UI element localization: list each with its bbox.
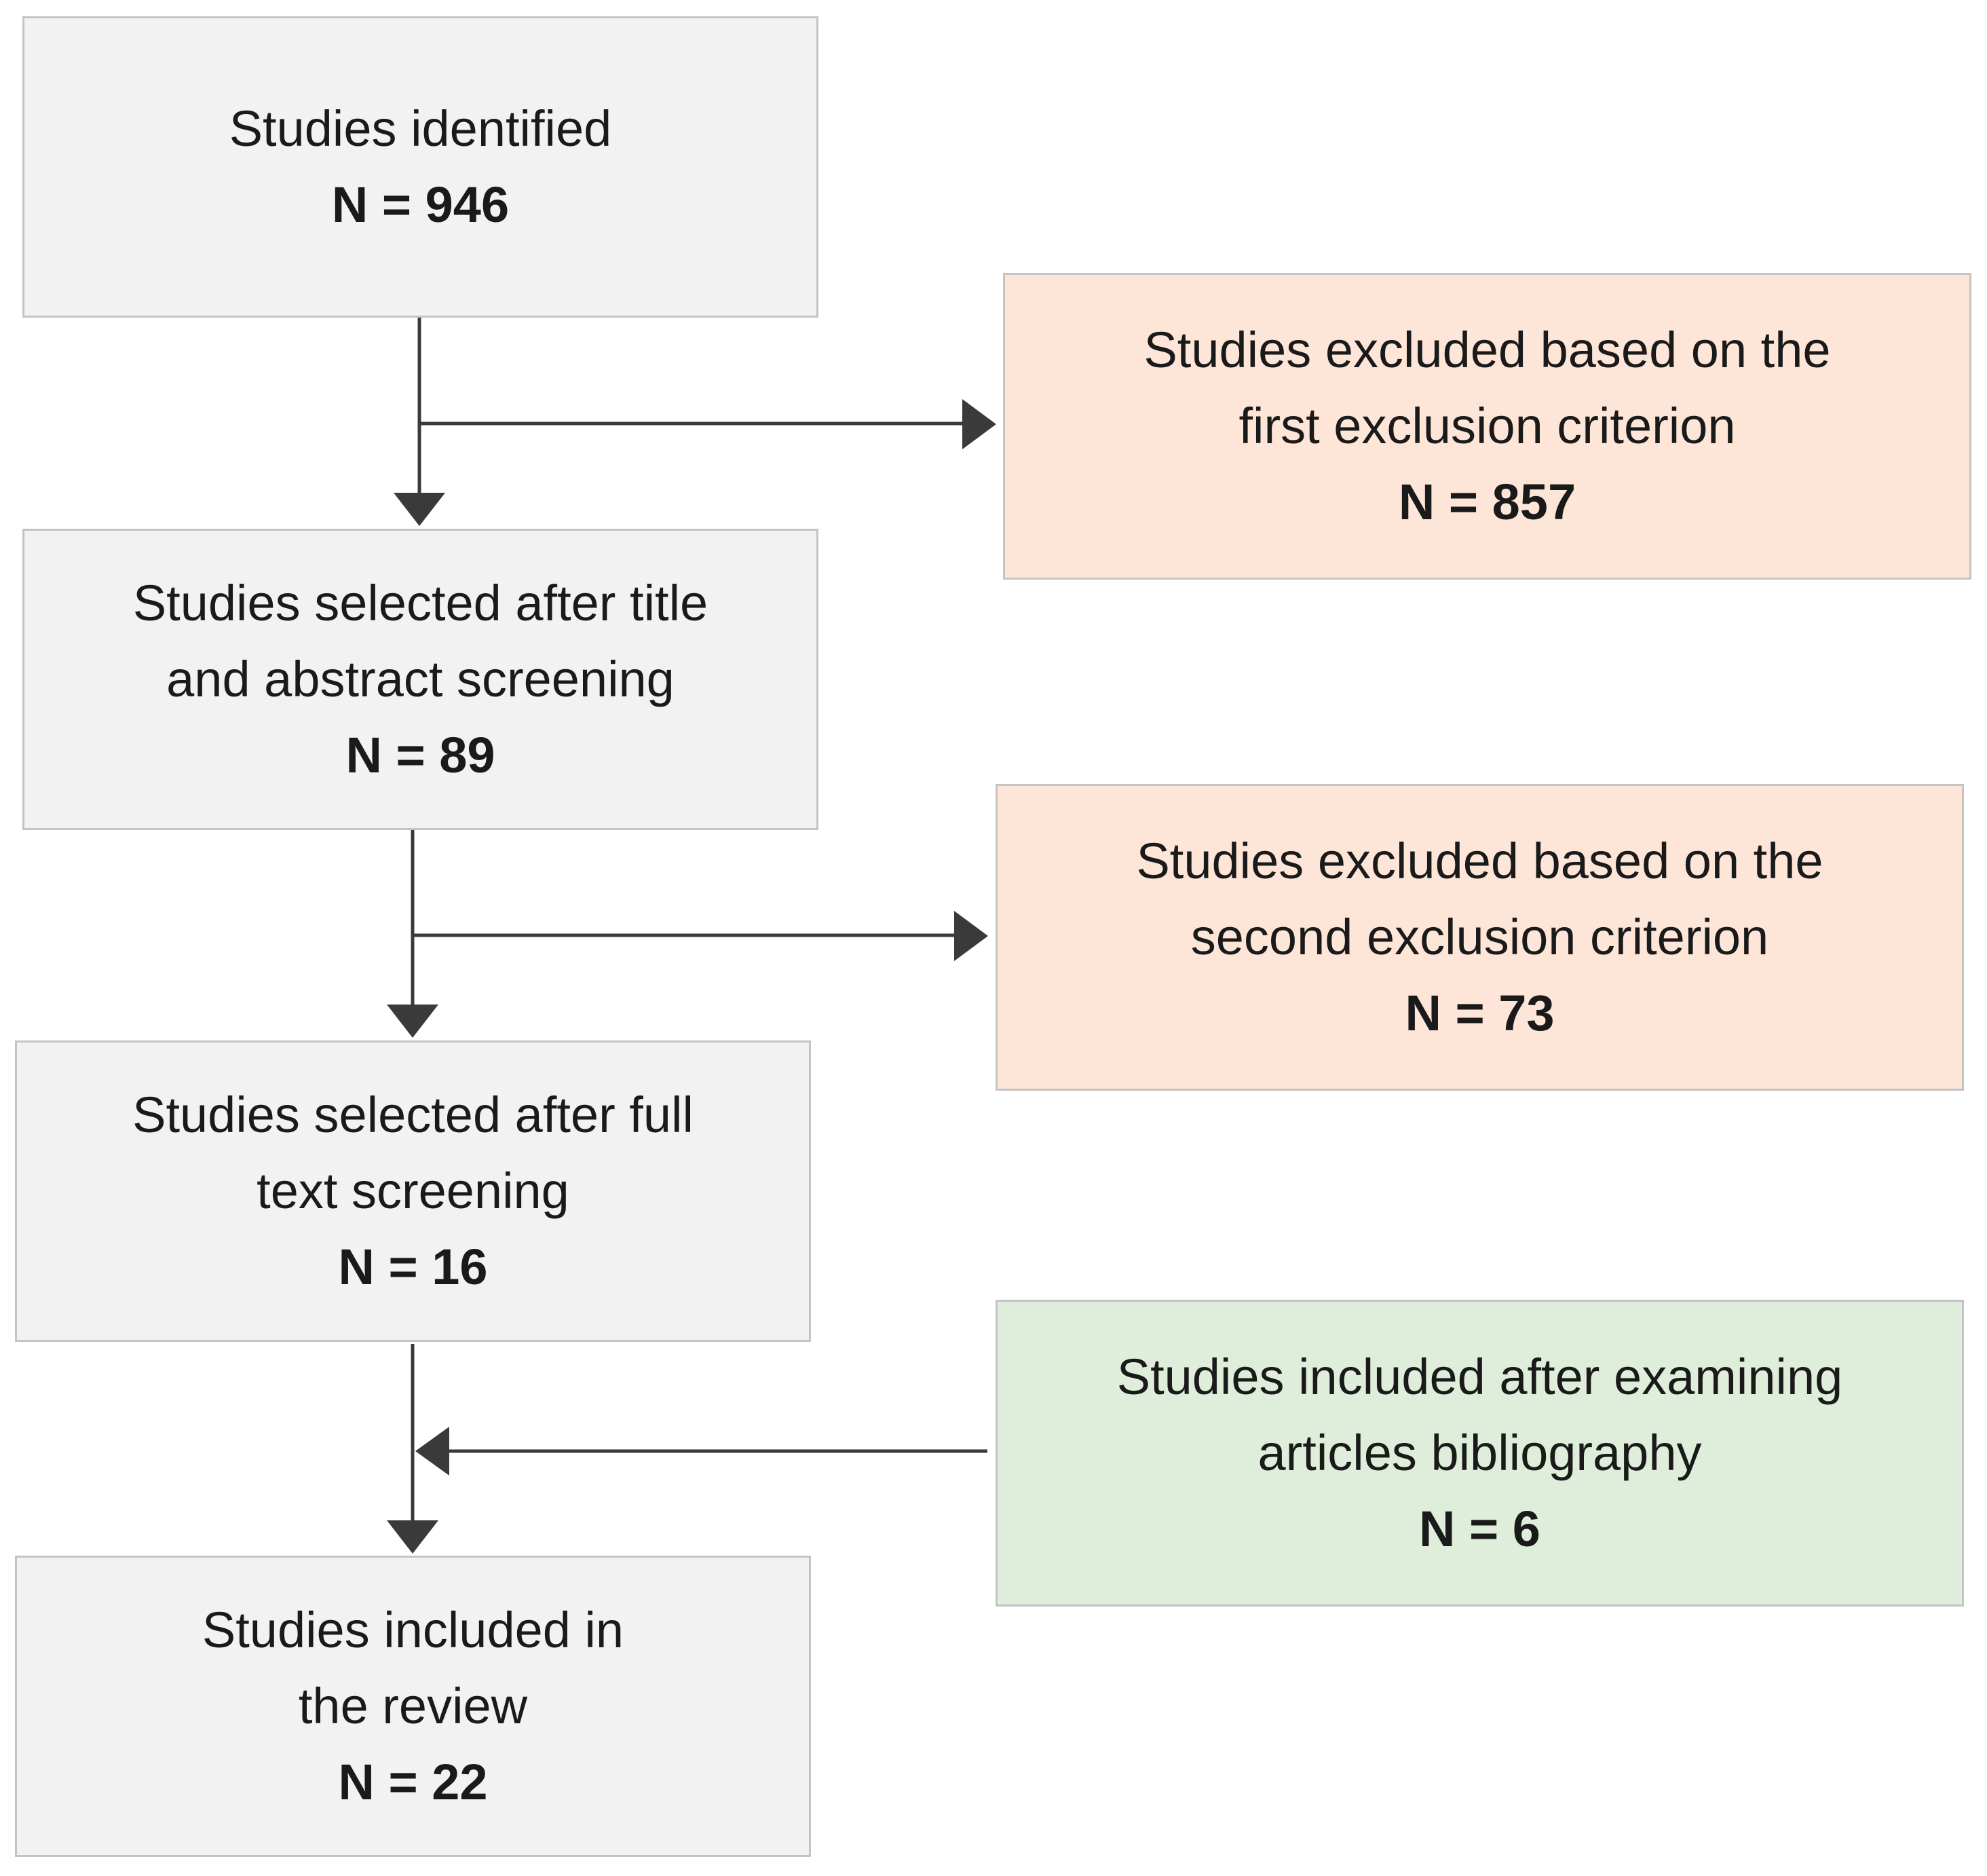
box-count: N = 89	[345, 727, 495, 783]
box-included-after-bibliography: Studies included after examining article…	[996, 1300, 1964, 1607]
box-included-in-review: Studies included in the review N = 22	[15, 1556, 811, 1857]
box-label-line: text screening	[257, 1163, 569, 1219]
box-count: N = 6	[1419, 1501, 1540, 1557]
box-label-line: Studies selected after title	[132, 575, 708, 631]
box-label-line: Studies included after examining	[1116, 1349, 1843, 1405]
arrowhead-title-abstract	[394, 493, 445, 526]
arrowhead-review	[387, 1520, 438, 1554]
box-label-line: second exclusion criterion	[1190, 909, 1769, 965]
box-count: N = 946	[331, 176, 510, 233]
box-count: N = 857	[1398, 474, 1576, 530]
box-label-line: the review	[298, 1678, 528, 1734]
box-count: N = 16	[338, 1239, 488, 1295]
box-full-text-screening: Studies selected after full text screeni…	[15, 1040, 811, 1342]
box-studies-identified: Studies identified N = 946	[22, 16, 818, 318]
box-title-abstract-screening: Studies selected after title and abstrac…	[22, 529, 818, 830]
box-label-line: Studies identified	[229, 100, 612, 157]
arrowhead-excluded-second	[954, 911, 988, 961]
box-excluded-first-criterion: Studies excluded based on the first excl…	[1003, 273, 1971, 580]
box-label-line: Studies selected after full	[132, 1087, 694, 1143]
box-label-line: and abstract screening	[166, 651, 675, 707]
arrowhead-excluded-first	[962, 399, 996, 449]
box-label-line: Studies excluded based on the	[1136, 833, 1823, 889]
box-label-line: Studies included in	[202, 1602, 624, 1658]
box-excluded-second-criterion: Studies excluded based on the second exc…	[996, 784, 1964, 1091]
arrowhead-full-text	[387, 1005, 438, 1038]
box-label-line: articles bibliography	[1257, 1425, 1702, 1481]
box-count: N = 22	[338, 1754, 488, 1810]
arrowhead-merge	[415, 1427, 449, 1476]
box-count: N = 73	[1405, 985, 1555, 1041]
box-label-line: Studies excluded based on the	[1143, 322, 1831, 378]
box-label-line: first exclusion criterion	[1238, 398, 1736, 454]
